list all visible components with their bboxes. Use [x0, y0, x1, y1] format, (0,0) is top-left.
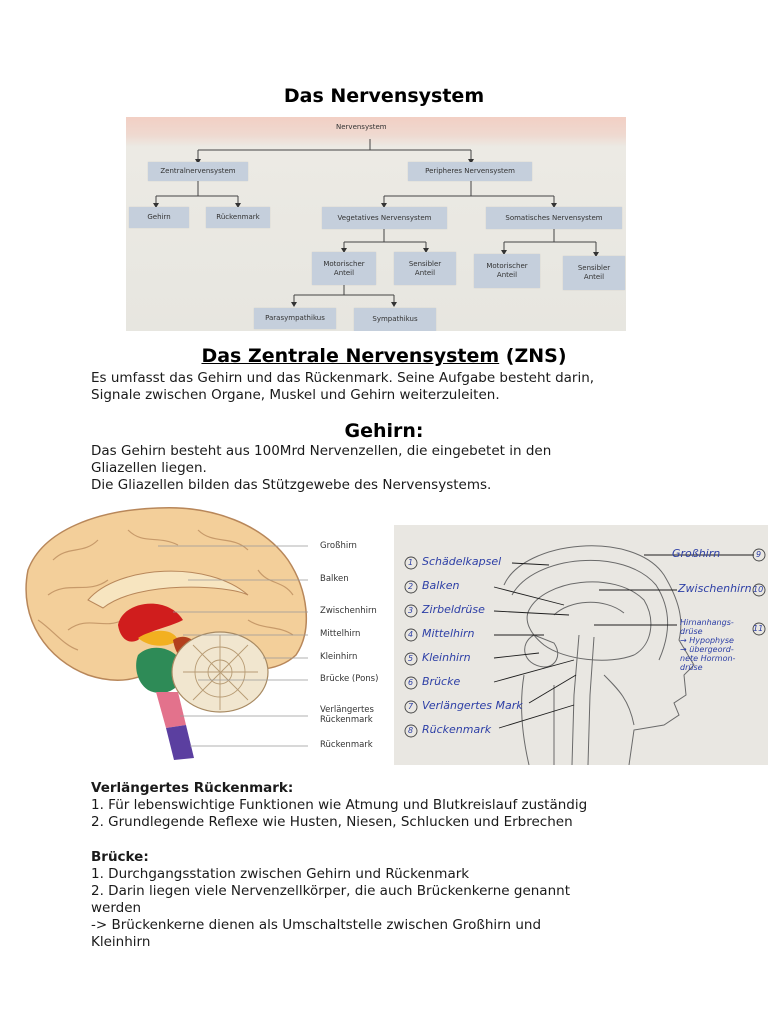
label-zwischenhirn: Zwischenhirn [320, 606, 377, 616]
sketch-number-9: 9 [756, 550, 762, 559]
sketch-hirnanhang-line5: nete Hormon- [680, 654, 736, 663]
bruecke-section: Brücke: 1. Durchgangsstation zwischen Ge… [91, 849, 691, 951]
gehirn-heading: Gehirn: [344, 420, 424, 442]
gehirn-text-line3: Die Gliazellen bilden das Stützgewebe de… [91, 477, 492, 493]
sketch-number-6: 6 [408, 678, 414, 687]
flowchart-rueckenmark-box: Rückenmark [206, 207, 270, 228]
flowchart-veg-motorisch-line2: Anteil [333, 268, 355, 277]
gehirn-text-line1: Das Gehirn besteht aus 100Mrd Nervenzell… [91, 443, 552, 459]
bruecke-item-2-line2: werden [91, 900, 142, 916]
flowchart-connectors [153, 139, 599, 307]
sketch-number-5: 5 [408, 654, 414, 663]
flowchart-som-sensibel-line1: Sensibler [577, 264, 611, 273]
sketch-number-4: 4 [408, 630, 414, 639]
gehirn-text-line2: Gliazellen liegen. [91, 460, 207, 476]
sketch-label-zwischenhirn: Zwischenhirn [678, 582, 752, 595]
flowchart-som-motorisch-line2: Anteil [496, 271, 518, 279]
brain-sagittal-drawing [25, 506, 308, 760]
sketch-number-10: 10 [753, 585, 764, 594]
sketch-hirnanhang-line6: drüse [680, 663, 703, 672]
flowchart-pns-box: Peripheres Nervensystem [408, 162, 532, 181]
label-verlaengertes-line1: Verlängertes [320, 705, 374, 715]
bruecke-item-1: 1. Durchgangsstation zwischen Gehirn und… [91, 866, 470, 882]
bruecke-item-3-line2: Kleinhirn [91, 934, 151, 950]
label-bruecke: Brücke (Pons) [320, 674, 379, 684]
flowchart-somatisch-box: Somatisches Nervensystem [486, 207, 622, 229]
flowchart-veg-sensibel-box: Sensibler Anteil [394, 252, 456, 285]
sketch-number-3: 3 [408, 606, 414, 615]
bruecke-item-2-line1: 2. Darin liegen viele Nervenzellkörper, … [91, 883, 570, 899]
verlaengertes-heading: Verlängertes Rückenmark: [91, 780, 294, 796]
sketch-number-2: 2 [408, 582, 414, 591]
nervous-system-flowchart: Nervensystem Zentralnervensystem Periphe… [126, 117, 626, 331]
flowchart-veg-sensibel-line2: Anteil [414, 268, 436, 277]
brainstem-shape [136, 647, 183, 694]
sketch-label-hirnanhangsdruese: Hirnanhangs- drüse → Hypophyse → übergeo… [680, 618, 735, 672]
sketch-hirnanhang-line4: → übergeord- [680, 645, 734, 654]
flowchart-veg-motorisch-box: Motorischer Anteil [312, 252, 376, 285]
sketch-label-schaedelkapsel: Schädelkapsel [422, 555, 502, 568]
sketch-label-verlaengertes-mark: Verlängertes Mark [422, 699, 523, 712]
sketch-number-7: 7 [408, 702, 414, 711]
label-verlaengertes-rueckenmark: Verlängertes Rückenmark [320, 705, 374, 725]
label-rueckenmark: Rückenmark [320, 740, 373, 750]
flowchart-vegetativ-box: Vegetatives Nervensystem [322, 207, 447, 229]
zns-heading: Das Zentrale Nervensystem (ZNS) [0, 345, 768, 367]
verlaengertes-item-2: 2. Grundlegende Reflexe wie Husten, Nies… [91, 814, 573, 830]
flowchart-som-sensibel-line2: Anteil [583, 273, 605, 281]
flowchart-parasympathikus-box: Parasympathikus [254, 308, 336, 329]
zns-heading-abbr: (ZNS) [499, 345, 567, 367]
brain-illustration-colored: Großhirn Balken Zwischenhirn Mittelhirn … [8, 500, 388, 762]
sketch-label-rueckenmark: Rückenmark [422, 723, 492, 736]
sketch-number-8: 8 [408, 726, 414, 735]
head-sketch-drawing [404, 545, 766, 765]
bruecke-heading: Brücke: [91, 849, 149, 865]
sketch-hirnanhang-line1: Hirnanhangs- [680, 618, 734, 627]
sketch-hirnanhang-line2: drüse [680, 627, 703, 636]
flowchart-som-motorisch-line1: Motorischer [486, 262, 528, 271]
flowchart-som-sensibel-box: Sensibler Anteil [563, 256, 625, 290]
sketch-hirnanhang-line3: → Hypophyse [680, 636, 734, 645]
sketch-label-mittelhirn: Mittelhirn [422, 627, 475, 640]
label-mittelhirn: Mittelhirn [320, 629, 361, 639]
flowchart-gehirn-box: Gehirn [129, 207, 189, 228]
diencephalon-shape [118, 603, 183, 642]
sketch-number-1: 1 [408, 558, 414, 567]
flowchart-veg-sensibel-line1: Sensibler [408, 259, 442, 268]
zns-text-line1: Es umfasst das Gehirn und das Rückenmark… [91, 370, 595, 386]
zns-heading-main: Das Zentrale Nervensystem [201, 345, 500, 367]
label-balken: Balken [320, 574, 349, 584]
sketch-number-11: 11 [753, 624, 764, 633]
label-kleinhirn: Kleinhirn [320, 652, 358, 662]
sketch-label-bruecke: Brücke [422, 675, 461, 688]
sketch-label-grosshirn: Großhirn [672, 547, 721, 560]
sketch-label-zirbeldruese: Zirbeldrüse [422, 603, 485, 616]
sketch-label-kleinhirn: Kleinhirn [422, 651, 471, 664]
gehirn-paragraph: Das Gehirn besteht aus 100Mrd Nervenzell… [91, 443, 691, 494]
zns-text-line2: Signale zwischen Organe, Muskel und Gehi… [91, 387, 500, 403]
label-grosshirn: Großhirn [320, 541, 357, 551]
flowchart-zns-box: Zentralnervensystem [148, 162, 248, 181]
brain-sketch-handwritten: 1 2 3 4 5 6 7 8 9 10 11 Schädelkapsel Ba… [394, 525, 768, 765]
flowchart-veg-motorisch-line1: Motorischer [323, 259, 365, 268]
sketch-label-balken: Balken [422, 579, 460, 592]
zns-paragraph: Es umfasst das Gehirn und das Rückenmark… [91, 370, 691, 404]
verlaengertes-item-1: 1. Für lebenswichtige Funktionen wie Atm… [91, 797, 588, 813]
document-title: Das Nervensystem [283, 85, 485, 107]
flowchart-som-motorisch-box: Motorischer Anteil [474, 254, 540, 288]
flowchart-root-label: Nervensystem [336, 123, 387, 131]
flowchart-sympathikus-box: Sympathikus [354, 308, 436, 331]
bruecke-item-3-line1: -> Brückenkerne dienen als Umschaltstell… [91, 917, 542, 933]
label-verlaengertes-line2: Rückenmark [320, 715, 373, 725]
verlaengertes-section: Verlängertes Rückenmark: 1. Für lebenswi… [91, 780, 691, 831]
